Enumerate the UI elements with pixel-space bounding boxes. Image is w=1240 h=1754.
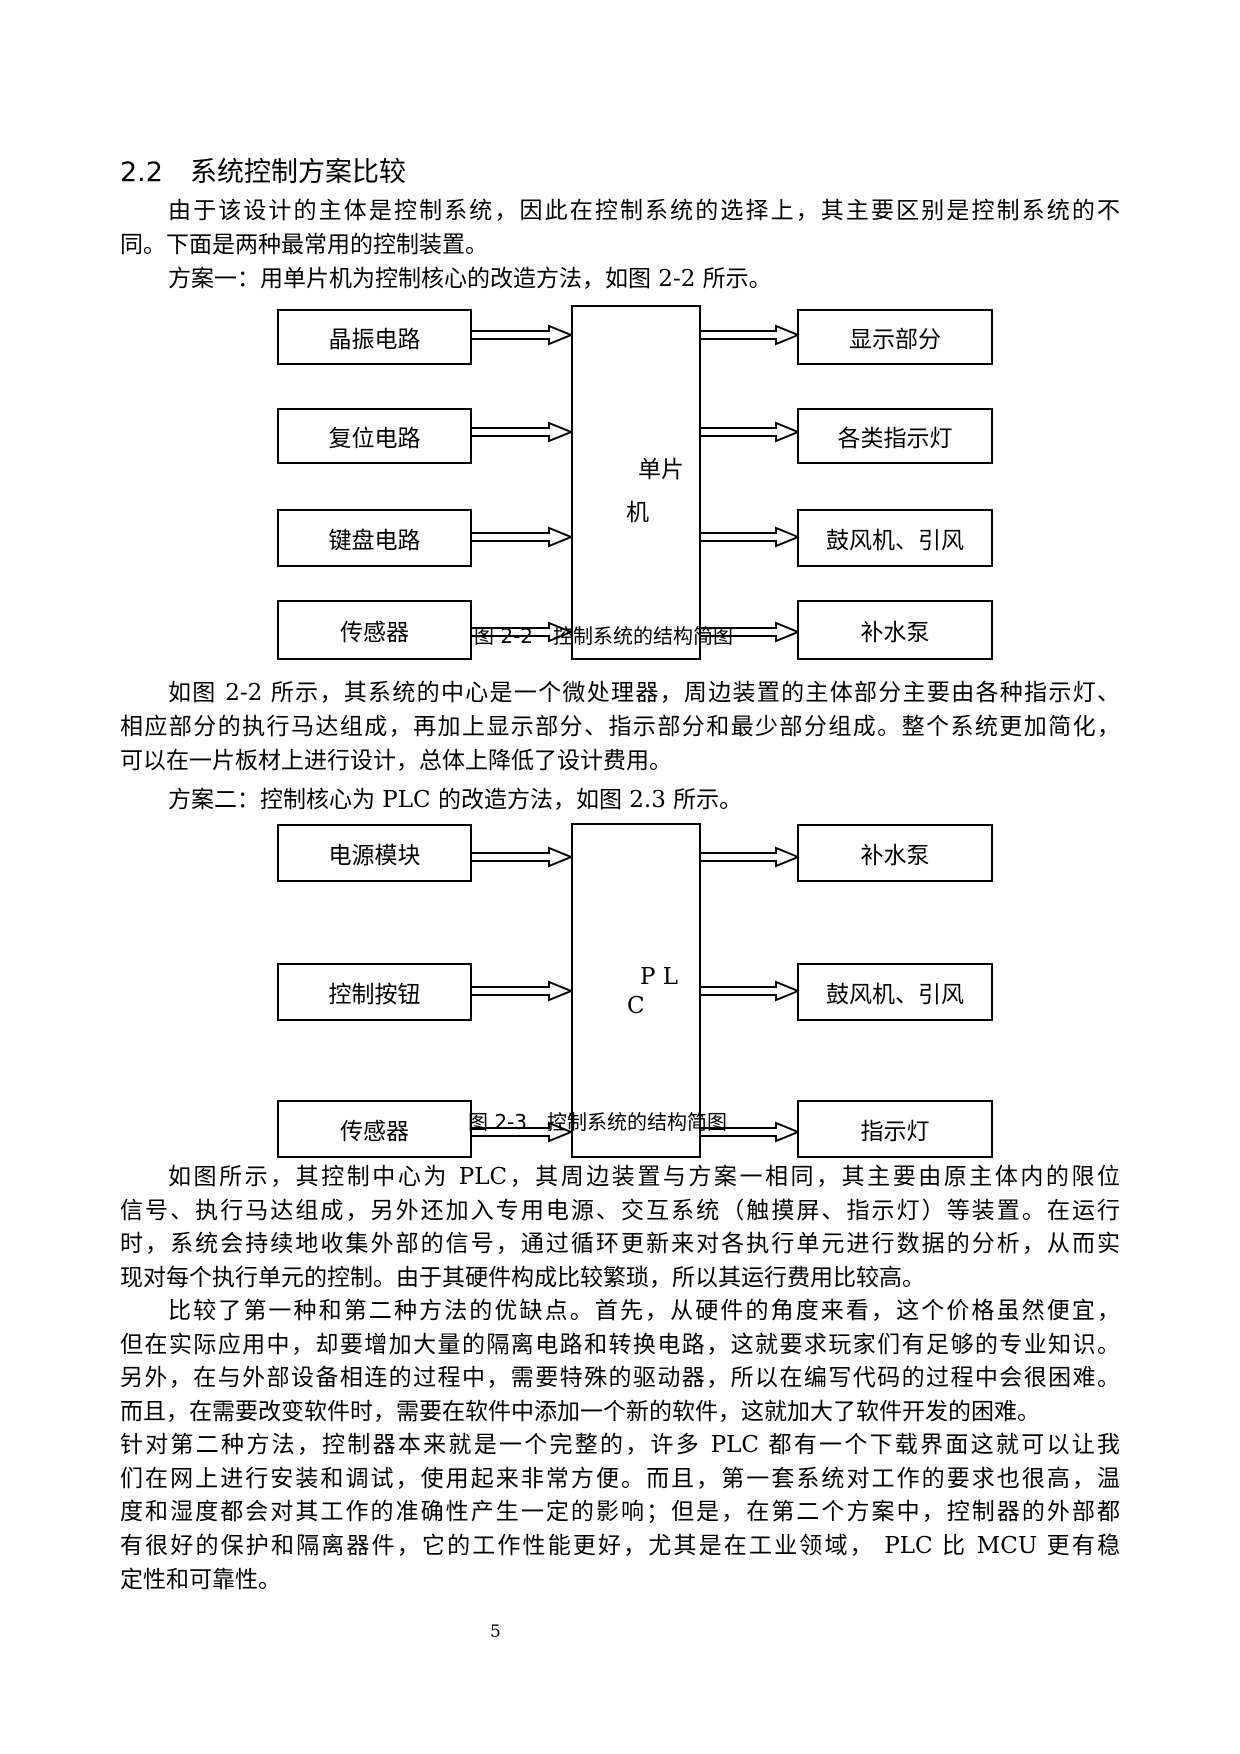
arrow-icon xyxy=(697,981,799,1001)
core-label: P L xyxy=(640,964,679,990)
input-block: 传感器 xyxy=(277,1100,472,1158)
input-block: 电源模块 xyxy=(277,824,472,882)
paragraph-line: 如图 2-2 所示，其系统的中心是一个微处理器，周边装置的主体部分主要由各种指示… xyxy=(168,680,1120,706)
core-label: 单片 xyxy=(638,457,684,483)
paragraph-line: 们在网上进行安装和调试，使用起来非常方便。而且，第一套系统对工作的要求也很高，温 xyxy=(120,1466,1120,1492)
output-block: 指示灯 xyxy=(797,1100,993,1158)
paragraph-line: 另外，在与外部设备相连的过程中，需要特殊的驱动器，所以在编写代码的过程中会很困难… xyxy=(120,1365,1120,1391)
plc-core-block xyxy=(571,823,701,1158)
paragraph-line: 信号、执行马达组成，另外还加入专用电源、交互系统（触摸屏、指示灯）等装置。在运行 xyxy=(120,1198,1120,1224)
figure-caption: 图 2-2 控制系统的结构简图 xyxy=(474,624,734,648)
paragraph-line: 比较了第一种和第二种方法的优缺点。首先，从硬件的角度来看，这个价格虽然便宜， xyxy=(168,1298,1120,1324)
output-block: 显示部分 xyxy=(797,309,993,365)
input-block: 晶振电路 xyxy=(277,309,472,365)
section-heading: 2.2 系统控制方案比较 xyxy=(120,157,406,188)
paragraph-line: 相应部分的执行马达组成，再加上显示部分、指示部分和最少部分组成。整个系统更加简化… xyxy=(120,714,1120,740)
arrow-icon xyxy=(697,847,799,867)
arrow-icon xyxy=(470,527,572,547)
paragraph-line: 针对第二种方法，控制器本来就是一个完整的，许多 PLC 都有一个下载界面这就可以… xyxy=(120,1432,1120,1458)
core-label: 机 xyxy=(626,500,649,526)
paragraph-line: 方案二：控制核心为 PLC 的改造方法，如图 2.3 所示。 xyxy=(168,787,743,813)
input-block: 复位电路 xyxy=(277,408,472,464)
paragraph-line: 可以在一片板材上进行设计，总体上降低了设计费用。 xyxy=(120,748,672,774)
mcu-core-block xyxy=(571,305,701,660)
paragraph-line: 有很好的保护和隔离器件，它的工作性能更好，尤其是在工业领域， PLC 比 MCU… xyxy=(120,1533,1120,1559)
arrow-icon xyxy=(697,527,799,547)
arrow-icon xyxy=(470,847,572,867)
core-label: C xyxy=(627,993,645,1019)
page-number: 5 xyxy=(490,1622,501,1642)
input-block: 键盘电路 xyxy=(277,509,472,567)
paragraph-line: 如图所示，其控制中心为 PLC，其周边装置与方案一相同，其主要由原主体内的限位 xyxy=(168,1164,1120,1190)
arrow-icon xyxy=(470,422,572,442)
paragraph-line: 时，系统会持续地收集外部的信号，通过循环更新来对各执行单元进行数据的分析，从而实 xyxy=(120,1231,1120,1257)
figure-caption: 图 2-3 控制系统的结构简图 xyxy=(468,1110,728,1134)
paragraph-line: 同。下面是两种最常用的控制装置。 xyxy=(120,232,488,258)
paragraph-line: 而且，在需要改变软件时，需要在软件中添加一个新的软件，这就加大了软件开发的困难。 xyxy=(120,1399,1040,1425)
output-block: 补水泵 xyxy=(797,600,993,660)
input-block: 控制按钮 xyxy=(277,963,472,1021)
output-block: 补水泵 xyxy=(797,824,993,882)
input-block: 传感器 xyxy=(277,600,472,660)
arrow-icon xyxy=(697,422,799,442)
paragraph-line: 现对每个执行单元的控制。由于其硬件构成比较繁琐，所以其运行费用比较高。 xyxy=(120,1265,925,1291)
paragraph-line: 度和湿度都会对其工作的准确性产生一定的影响；但是，在第二个方案中，控制器的外部都 xyxy=(120,1499,1120,1525)
arrow-icon xyxy=(470,325,572,345)
arrow-icon xyxy=(697,325,799,345)
paragraph-line: 由于该设计的主体是控制系统，因此在控制系统的选择上，其主要区别是控制系统的不 xyxy=(168,198,1120,224)
paragraph-line: 方案一：用单片机为控制核心的改造方法，如图 2-2 所示。 xyxy=(168,266,772,292)
paragraph-line: 但在实际应用中，却要增加大量的隔离电路和转换电路，这就要求玩家们有足够的专业知识… xyxy=(120,1332,1120,1358)
paragraph-line: 定性和可靠性。 xyxy=(120,1567,281,1593)
arrow-icon xyxy=(470,981,572,1001)
output-block: 鼓风机、引风 xyxy=(797,963,993,1021)
output-block: 鼓风机、引风 xyxy=(797,509,993,567)
output-block: 各类指示灯 xyxy=(797,408,993,464)
